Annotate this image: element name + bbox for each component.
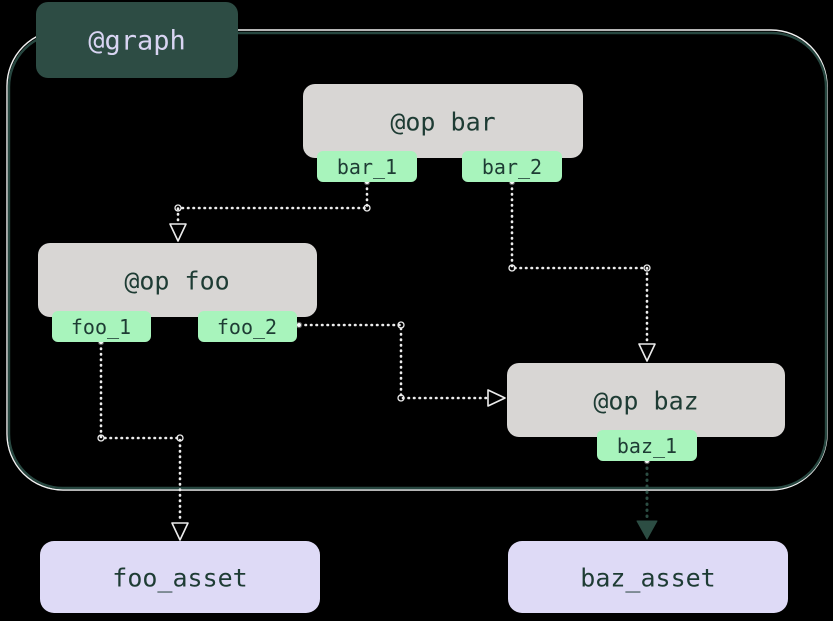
arrowhead-hollow <box>638 343 656 362</box>
op-baz-label: @op baz <box>593 387 698 416</box>
arrowhead-hollow <box>487 389 506 407</box>
edge-bar1-to-foo <box>169 178 371 242</box>
asset-node-foo-asset[interactable]: foo_asset <box>40 541 320 613</box>
op-foo-label: @op foo <box>124 267 229 296</box>
graph-title-node[interactable]: @graph <box>36 2 238 78</box>
output-pill-bar-2-label: bar_2 <box>482 155 542 179</box>
output-port <box>295 321 303 329</box>
edge-bar2-to-baz <box>508 178 656 362</box>
output-pill-foo-1-label: foo_1 <box>71 315 131 339</box>
edge-foo2-to-baz <box>295 321 506 407</box>
output-pill-foo-2[interactable]: foo_2 <box>198 311 297 342</box>
output-pill-foo-1[interactable]: foo_1 <box>52 311 151 342</box>
graph-title-label: @graph <box>88 26 186 57</box>
arrowhead-filled <box>636 520 658 540</box>
graph-boundary <box>7 31 828 490</box>
op-bar-label: @op bar <box>390 108 495 137</box>
baz-asset-label: baz_asset <box>580 564 715 593</box>
arrowhead-hollow <box>171 522 189 541</box>
output-pill-bar-1[interactable]: bar_1 <box>317 151 417 182</box>
edge-baz1-to-baz-asset <box>636 457 658 540</box>
op-node-bar[interactable]: @op bar bar_1 bar_2 <box>303 84 583 182</box>
arrowhead-hollow <box>169 223 187 242</box>
output-pill-baz-1-label: baz_1 <box>617 434 677 458</box>
op-node-foo[interactable]: @op foo foo_1 foo_2 <box>38 243 317 342</box>
op-node-baz[interactable]: @op baz baz_1 <box>507 363 785 461</box>
output-pill-bar-1-label: bar_1 <box>337 155 397 179</box>
output-pill-bar-2[interactable]: bar_2 <box>462 151 562 182</box>
edge-foo1-to-foo-asset <box>97 338 189 541</box>
output-pill-baz-1[interactable]: baz_1 <box>597 430 697 461</box>
foo-asset-label: foo_asset <box>112 564 247 593</box>
asset-node-baz-asset[interactable]: baz_asset <box>508 541 788 613</box>
output-pill-foo-2-label: foo_2 <box>217 315 277 339</box>
